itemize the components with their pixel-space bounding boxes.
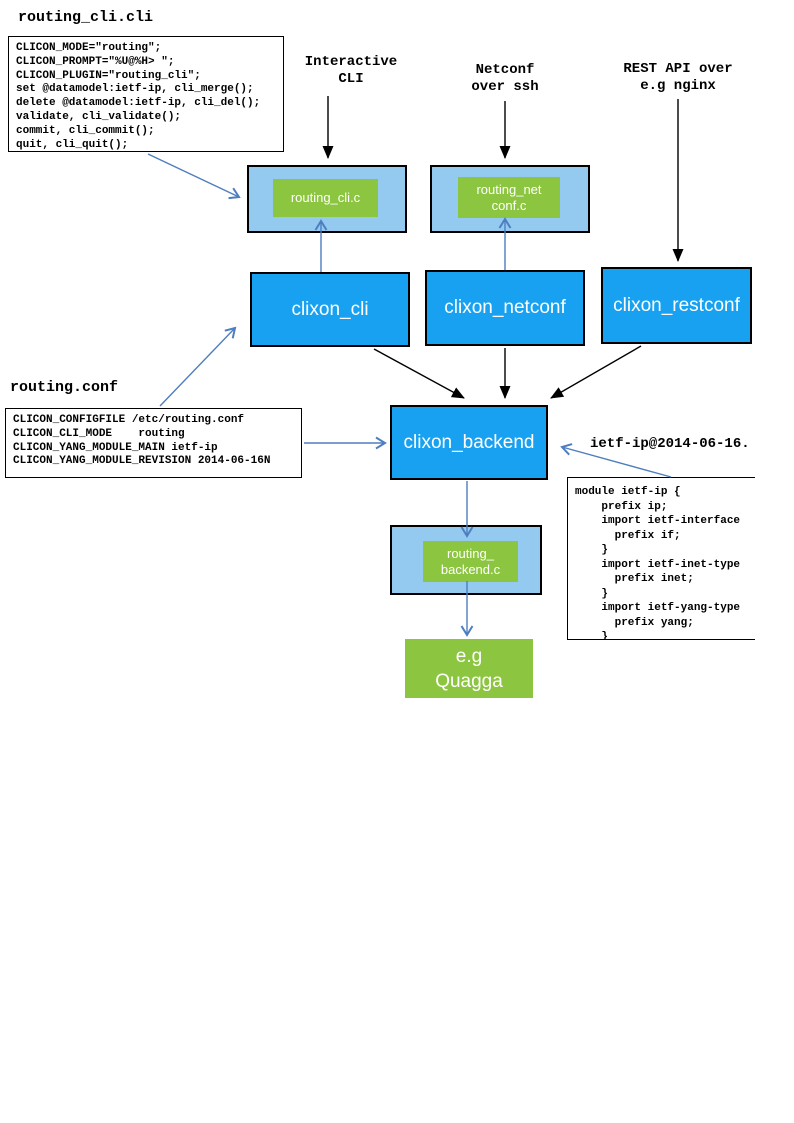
cli-file-title: routing_cli.cli (18, 9, 154, 26)
node-quagga: e.g Quagga (405, 639, 533, 698)
yang-file-title: ietf-ip@2014-06-16. (590, 436, 750, 452)
node-clixon-netconf: clixon_netconf (425, 270, 585, 346)
node-clixon-cli: clixon_cli (250, 272, 410, 347)
arrow-conf-to-cli (159, 326, 237, 407)
conf-file-code-box: CLICON_CONFIGFILE /etc/routing.conf CLIC… (5, 408, 302, 478)
rest-api-label: REST API over e.g nginx (623, 61, 733, 94)
node-routing-cli-c: routing_cli.c (273, 179, 378, 217)
node-routing-backend-c: routing_ backend.c (423, 541, 518, 582)
arrow-cli-to-backend (373, 348, 465, 399)
cli-plugin-container: routing_cli.c (247, 165, 407, 233)
interactive-cli-label: Interactive CLI (304, 54, 398, 87)
arrow-restconf-to-backend (550, 345, 642, 399)
node-clixon-backend: clixon_backend (390, 405, 548, 480)
node-routing-netconf-c: routing_net conf.c (458, 177, 560, 218)
netconf-plugin-container: routing_net conf.c (430, 165, 590, 233)
backend-plugin-container: routing_ backend.c (390, 525, 542, 595)
node-clixon-restconf: clixon_restconf (601, 267, 752, 344)
conf-file-title: routing.conf (10, 379, 119, 396)
arrow-clifile-to-container (147, 153, 241, 200)
yang-file-code-box: module ietf-ip { prefix ip; import ietf-… (567, 477, 755, 640)
netconf-ssh-label: Netconf over ssh (471, 62, 539, 95)
cli-file-code-box: CLICON_MODE="routing"; CLICON_PROMPT="%U… (8, 36, 284, 152)
